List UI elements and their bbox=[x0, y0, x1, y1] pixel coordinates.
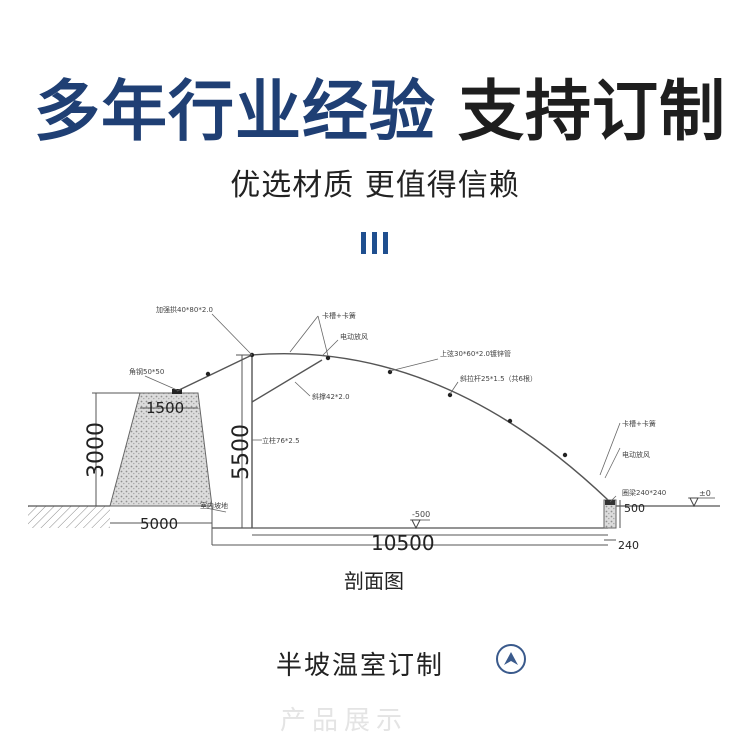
leader-lines bbox=[144, 313, 621, 513]
note-film-rail-right: 卡槽+卡簧 bbox=[622, 419, 656, 428]
note-roller-right: 电动放风 bbox=[622, 450, 650, 459]
dimension-lines bbox=[92, 354, 621, 541]
note-top-chord: 上弦30*60*2.0镀锌管 bbox=[440, 349, 511, 358]
note-angle-steel: 角钢50*50 bbox=[129, 367, 164, 376]
note-roller-left: 电动放风 bbox=[340, 332, 368, 341]
note-footing: 圈梁240*240 bbox=[622, 488, 666, 497]
right-footing bbox=[603, 499, 617, 529]
note-labels: 加强拱40*80*2.0 角钢50*50 卡槽+卡簧 电动放风 上弦30*60*… bbox=[129, 305, 666, 510]
note-brace: 斜撑42*2.0 bbox=[312, 392, 350, 401]
dim-footing-height: 500 bbox=[624, 502, 645, 515]
headline-blue: 多年行业经验 bbox=[34, 73, 436, 150]
level-marker-right: ±0 bbox=[688, 489, 715, 508]
level-text-right: ±0 bbox=[699, 489, 711, 498]
subtitle: 优选材质 更值得信赖 bbox=[230, 168, 520, 203]
dim-column-height: 5500 bbox=[229, 424, 254, 480]
faded-footer-text: 产品展示 bbox=[280, 706, 409, 736]
section-title: 剖面图 bbox=[344, 569, 404, 593]
dim-wall-base: 5000 bbox=[140, 515, 178, 533]
note-column: 立柱76*2.5 bbox=[262, 436, 300, 445]
dim-wall-height: 3000 bbox=[84, 422, 109, 478]
note-main-arch: 加强拱40*80*2.0 bbox=[156, 305, 213, 314]
separator-bars-icon bbox=[357, 232, 393, 254]
purlin-dots bbox=[205, 352, 568, 458]
dim-footing-width: 240 bbox=[618, 539, 639, 552]
footer-caption: 半坡温室订制 bbox=[276, 651, 445, 681]
note-side-chord: 斜拉杆25*1.5（共6根） bbox=[460, 374, 537, 383]
headline-dark: 支持订制 bbox=[458, 73, 726, 150]
dim-wall-top: 1500 bbox=[146, 399, 184, 417]
note-drain: 室内坡地 bbox=[200, 501, 228, 510]
earth-wall bbox=[109, 389, 213, 507]
note-film-rail: 卡槽+卡簧 bbox=[322, 311, 356, 320]
up-arrow-circle-icon[interactable] bbox=[496, 644, 526, 674]
headline: 多年行业经验 支持订制 bbox=[0, 58, 750, 150]
dim-span: 10500 bbox=[371, 531, 435, 555]
dimension-texts: 3000 1500 5000 5500 10500 500 240 剖面图 bbox=[84, 399, 645, 593]
level-marker-left: -500 bbox=[410, 510, 430, 530]
level-text-left: -500 bbox=[412, 510, 430, 519]
